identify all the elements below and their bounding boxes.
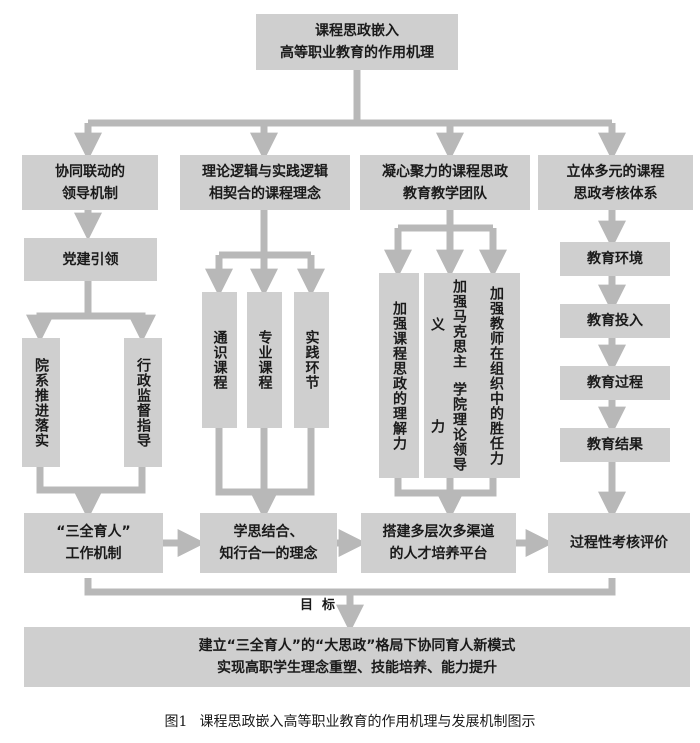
arrow-col3-merge xyxy=(394,478,497,497)
header-col1-line1: 协同联动的 xyxy=(55,163,125,180)
header-col4-line1: 立体多元的课程 xyxy=(566,163,665,180)
goal-label: 目 标 xyxy=(300,596,340,616)
header-col1-line2: 领导机制 xyxy=(62,185,118,202)
leadership-box: 加强马克思主义 学院理论领导力 xyxy=(424,273,472,478)
result-3-line2: 的人才培养平台 xyxy=(389,546,488,562)
competence-label-line2: 织中的胜任力 xyxy=(488,375,504,466)
dept-implementation-box: 院系推进落实 xyxy=(22,338,60,467)
header-col2-line1: 理论逻辑与实践逻辑 xyxy=(202,163,328,180)
header-col2: 理论逻辑与实践逻辑 相契合的课程理念 xyxy=(180,155,350,210)
understanding-label: 加强课程思政的理解力 xyxy=(391,300,407,451)
practice-box: 实践环节 xyxy=(294,292,329,428)
goal-line2: 实现高职学生理念重塑、技能培养、能力提升 xyxy=(217,660,497,676)
edu-input-box: 教育投入 xyxy=(560,304,670,338)
edu-result-label: 教育结果 xyxy=(587,437,643,453)
header-col4: 立体多元的课程 思政考核体系 xyxy=(538,155,693,210)
result-2-line2: 知行合一的理念 xyxy=(219,546,318,562)
general-course-box: 通识课程 xyxy=(202,292,237,428)
competence-box: 加强教师在组 织中的胜任力 xyxy=(472,273,520,478)
header-col1: 协同联动的 领导机制 xyxy=(22,155,158,210)
arrow-results-bar xyxy=(84,578,616,596)
title-line2: 高等职业教育的作用机理 xyxy=(280,45,434,61)
goal-line1: 建立“三全育人”的“大思政”格局下协同育人新模式 xyxy=(198,638,516,654)
result-box-2: 学思结合、 知行合一的理念 xyxy=(200,513,337,573)
edu-process-box: 教育过程 xyxy=(560,366,670,400)
result-1-line2: 工作机制 xyxy=(65,546,122,562)
figure-caption-text: 课程思政嵌入高等职业教育的作用机理与发展机制图示 xyxy=(199,714,536,730)
arrow-col1-merge xyxy=(36,467,146,494)
title-line1: 课程思政嵌入 xyxy=(315,23,399,39)
result-1-line1: “三全育人” xyxy=(56,524,131,540)
edu-result-box: 教育结果 xyxy=(560,428,670,462)
admin-supervision-box: 行政监督指导 xyxy=(124,338,162,467)
result-3-line1: 搭建多层次多渠道 xyxy=(382,524,495,540)
goal-box: 建立“三全育人”的“大思政”格局下协同育人新模式 实现高职学生理念重塑、技能培养… xyxy=(24,627,690,687)
admin-supervision-label: 行政监督指导 xyxy=(135,357,151,448)
party-leadership-box: 党建引领 xyxy=(24,238,157,281)
header-col3: 凝心聚力的课程思政 教育教学团队 xyxy=(360,155,530,210)
edu-env-label: 教育环境 xyxy=(587,251,643,267)
leadership-label-line1: 加强马克思主义 xyxy=(429,279,467,370)
competence-label-line1: 加强教师在组 xyxy=(488,285,504,376)
general-course-label: 通识课程 xyxy=(211,330,228,390)
result-4-line1: 过程性考核评价 xyxy=(570,535,668,551)
professional-course-label: 专业课程 xyxy=(256,330,273,390)
edu-env-box: 教育环境 xyxy=(560,242,670,276)
edu-input-label: 教育投入 xyxy=(587,313,643,329)
practice-label: 实践环节 xyxy=(303,330,320,390)
figure-number: 图1 xyxy=(164,714,188,730)
party-leadership-label: 党建引领 xyxy=(62,251,119,268)
figure-caption: 图1 课程思政嵌入高等职业教育的作用机理与发展机制图示 xyxy=(0,711,700,731)
header-col2-line2: 相契合的课程理念 xyxy=(209,185,321,202)
result-2-line1: 学思结合、 xyxy=(233,524,304,540)
dept-implementation-label: 院系推进落实 xyxy=(33,357,49,448)
professional-course-box: 专业课程 xyxy=(247,292,282,428)
understanding-box: 加强课程思政的理解力 xyxy=(379,273,419,478)
header-col4-line2: 思政考核体系 xyxy=(573,185,658,202)
goal-label-text: 目 标 xyxy=(300,598,336,613)
arrow-col1-branch xyxy=(26,281,92,343)
result-box-3: 搭建多层次多渠道 的人才培养平台 xyxy=(361,513,516,573)
result-box-4: 过程性考核评价 xyxy=(548,513,690,573)
title-box: 课程思政嵌入 高等职业教育的作用机理 xyxy=(256,14,458,70)
result-box-1: “三全育人” 工作机制 xyxy=(24,513,163,573)
header-col3-line1: 凝心聚力的课程思政 xyxy=(382,163,508,180)
header-col3-line2: 教育教学团队 xyxy=(403,185,487,202)
arrow-col1-branch-b xyxy=(88,312,156,343)
leadership-label-line2: 学院理论领导力 xyxy=(429,381,467,472)
edu-process-label: 教育过程 xyxy=(587,375,643,391)
